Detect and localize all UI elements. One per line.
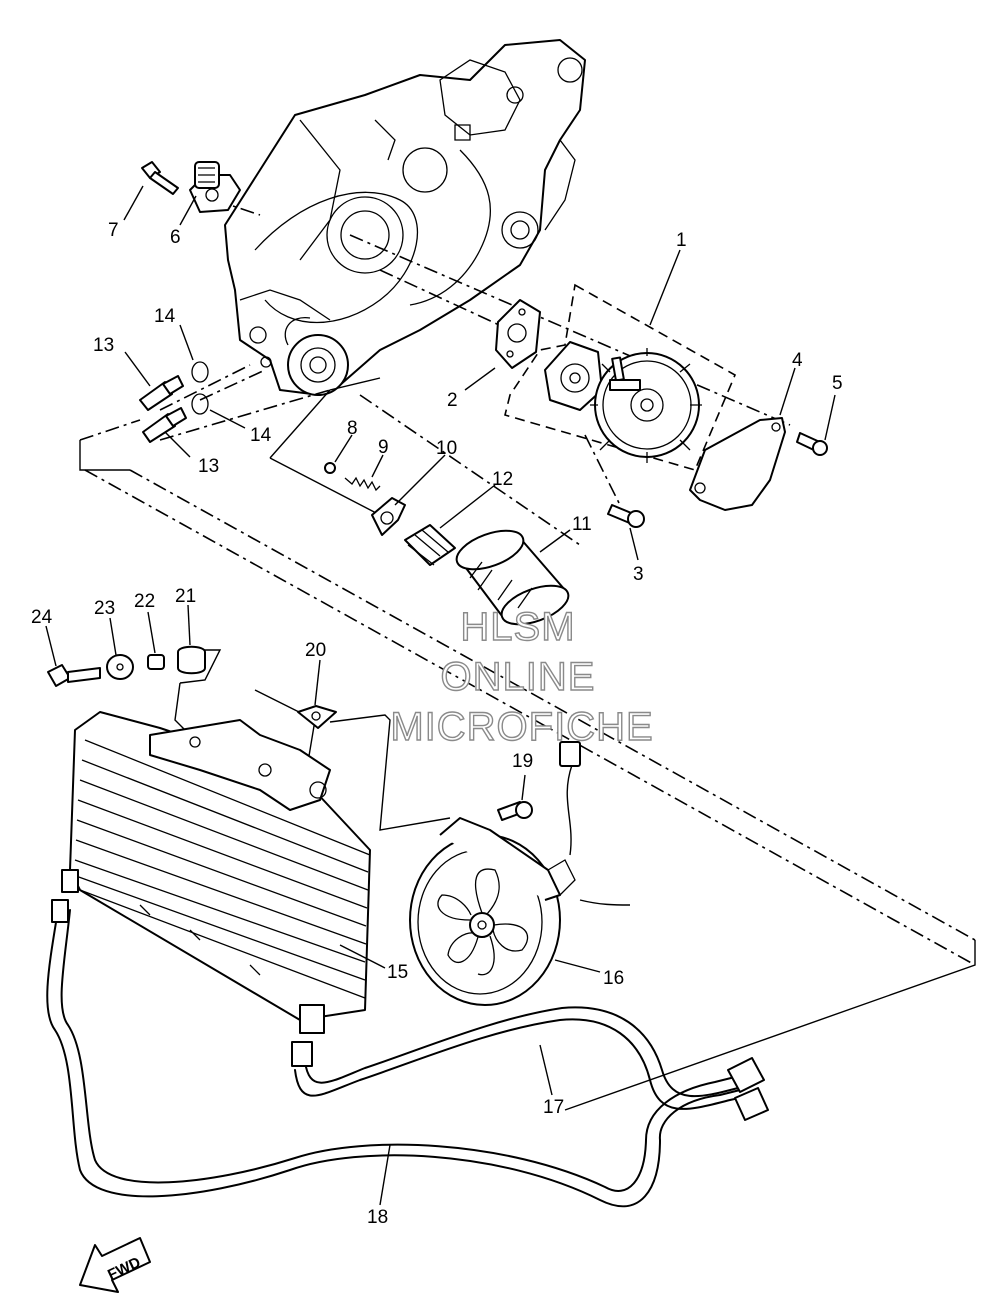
relief-valve-drawing <box>324 462 456 566</box>
callout-14-lower: 14 <box>250 425 272 446</box>
gasket-drawing <box>495 299 541 369</box>
fan-motor-drawing <box>409 741 631 1006</box>
callout-21: 21 <box>175 586 196 607</box>
alignment-lines <box>79 199 976 966</box>
callout-16: 16 <box>603 968 624 989</box>
oil-pump-drawing <box>544 341 702 463</box>
callout-19: 19 <box>512 751 533 772</box>
strainer-drawing <box>141 161 241 213</box>
hoses-drawing <box>46 899 769 1208</box>
callout-7: 7 <box>108 220 119 241</box>
callout-1: 1 <box>676 230 687 251</box>
cover-drawing <box>607 417 828 528</box>
callout-24: 24 <box>31 607 53 628</box>
callout-9: 9 <box>378 437 389 458</box>
crankcase-drawing <box>224 39 586 396</box>
callout-13-upper: 13 <box>93 335 114 356</box>
watermark: HLSM ONLINE MICROFICHE <box>390 604 654 749</box>
callout-3: 3 <box>633 564 644 585</box>
mount-hardware-drawing <box>47 645 337 729</box>
watermark-line-1: HLSM <box>460 605 575 649</box>
callout-14-upper: 14 <box>154 306 176 327</box>
fittings-drawing <box>139 361 209 443</box>
callout-2: 2 <box>447 390 458 411</box>
watermark-line-2: ONLINE <box>441 655 596 699</box>
fwd-arrow-icon: FWD <box>79 1237 151 1293</box>
callout-23: 23 <box>94 598 115 619</box>
callout-15: 15 <box>387 962 408 983</box>
callout-10: 10 <box>436 438 457 459</box>
callout-4: 4 <box>792 350 803 371</box>
watermark-line-3: MICROFICHE <box>390 705 653 749</box>
callout-20: 20 <box>305 640 326 661</box>
callout-17: 17 <box>543 1097 564 1118</box>
callout-leaders <box>45 185 836 1206</box>
oil-filter-drawing <box>455 529 570 626</box>
callout-5: 5 <box>832 373 843 394</box>
callout-18: 18 <box>367 1207 388 1228</box>
callout-6: 6 <box>170 227 181 248</box>
callout-22: 22 <box>134 591 155 612</box>
oil-pump-assembly-box <box>504 283 737 471</box>
callout-13-lower: 13 <box>198 456 219 477</box>
callout-8: 8 <box>347 418 358 439</box>
callout-11: 11 <box>572 514 592 535</box>
callout-12: 12 <box>492 469 513 490</box>
oil-cooler-drawing <box>61 711 371 1034</box>
callout-labels: 1 2 3 4 5 6 7 8 9 10 11 12 13 13 14 14 1… <box>31 220 843 1228</box>
